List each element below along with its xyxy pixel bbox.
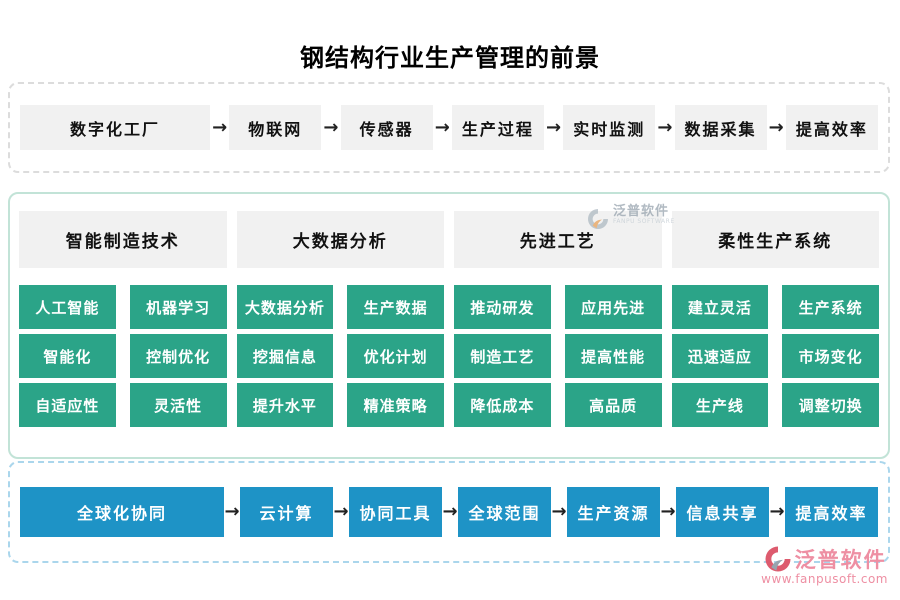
bottom-flow-node-6: 提高效率 bbox=[785, 487, 878, 537]
category-header-0: 智能制造技术 bbox=[19, 211, 227, 268]
corner-watermark: 泛普软件 www.fanpusoft.com bbox=[761, 544, 888, 586]
arrow-right-icon: → bbox=[323, 116, 339, 138]
page-title: 钢结构行业生产管理的前景 bbox=[300, 44, 600, 73]
arrow-right-icon: → bbox=[212, 116, 228, 138]
feature-box: 调整切换 bbox=[782, 383, 879, 427]
feature-box: 降低成本 bbox=[454, 383, 551, 427]
feature-box: 迅速适应 bbox=[671, 334, 769, 378]
bottom-flow-node-4: 生产资源 bbox=[567, 487, 660, 537]
top-flow: 数字化工厂→物联网→传感器→生产过程→实时监测→数据采集→提高效率 bbox=[10, 84, 888, 171]
top-flow-node-5: 数据采集 bbox=[674, 105, 767, 150]
watermark-url: www.fanpusoft.com bbox=[761, 572, 888, 586]
feature-box: 高品质 bbox=[564, 383, 662, 427]
arrow-right-icon: → bbox=[551, 501, 567, 522]
category-column-1: 大数据分析大数据分析生产数据挖掘信息优化计划提升水平精准策略 bbox=[236, 211, 444, 437]
feature-box: 应用先进 bbox=[564, 285, 662, 329]
feature-box: 精准策略 bbox=[347, 383, 444, 427]
feature-box: 生产系统 bbox=[782, 285, 879, 329]
digital-factory-flow-section: 数字化工厂→物联网→传感器→生产过程→实时监测→数据采集→提高效率 bbox=[8, 82, 890, 173]
category-items-2: 推动研发应用先进制造工艺提高性能降低成本高品质 bbox=[454, 285, 662, 427]
feature-box: 挖掘信息 bbox=[236, 334, 334, 378]
global-collaboration-flow-section: 全球化协同→云计算→协同工具→全球范围→生产资源→信息共享→提高效率 bbox=[8, 461, 890, 563]
feature-box: 生产线 bbox=[671, 383, 769, 427]
feature-box: 控制优化 bbox=[129, 334, 227, 378]
feature-box: 智能化 bbox=[19, 334, 116, 378]
bottom-flow-node-2: 协同工具 bbox=[349, 487, 442, 537]
top-flow-node-6: 提高效率 bbox=[785, 105, 878, 150]
watermark-brand: 泛普软件 bbox=[794, 548, 887, 572]
bottom-flow-node-0: 全球化协同 bbox=[20, 487, 224, 537]
category-items-3: 建立灵活生产系统迅速适应市场变化生产线调整切换 bbox=[671, 285, 879, 427]
bottom-flow-node-1: 云计算 bbox=[240, 487, 333, 537]
bottom-flow: 全球化协同→云计算→协同工具→全球范围→生产资源→信息共享→提高效率 bbox=[10, 463, 888, 561]
feature-box: 提升水平 bbox=[236, 383, 334, 427]
corner-watermark-row: 泛普软件 bbox=[763, 544, 887, 574]
fanpu-logo-icon bbox=[765, 546, 791, 572]
arrow-right-icon: → bbox=[768, 116, 784, 138]
arrow-right-icon: → bbox=[769, 501, 785, 522]
feature-box: 大数据分析 bbox=[236, 285, 334, 329]
feature-box: 人工智能 bbox=[19, 285, 116, 329]
top-flow-node-3: 生产过程 bbox=[451, 105, 544, 150]
feature-box: 机器学习 bbox=[129, 285, 227, 329]
feature-box: 制造工艺 bbox=[454, 334, 551, 378]
bottom-flow-node-3: 全球范围 bbox=[458, 487, 551, 537]
category-column-0: 智能制造技术人工智能机器学习智能化控制优化自适应性灵活性 bbox=[19, 211, 227, 437]
feature-box: 优化计划 bbox=[347, 334, 444, 378]
arrow-right-icon: → bbox=[657, 116, 673, 138]
feature-box: 灵活性 bbox=[129, 383, 227, 427]
technology-categories-section: 智能制造技术人工智能机器学习智能化控制优化自适应性灵活性大数据分析大数据分析生产… bbox=[8, 192, 890, 459]
category-items-1: 大数据分析生产数据挖掘信息优化计划提升水平精准策略 bbox=[236, 285, 444, 427]
category-items-0: 人工智能机器学习智能化控制优化自适应性灵活性 bbox=[19, 285, 227, 427]
arrow-right-icon: → bbox=[333, 501, 349, 522]
feature-box: 自适应性 bbox=[19, 383, 116, 427]
arrow-right-icon: → bbox=[660, 501, 676, 522]
feature-box: 推动研发 bbox=[454, 285, 551, 329]
feature-box: 市场变化 bbox=[782, 334, 879, 378]
bottom-flow-node-5: 信息共享 bbox=[676, 487, 769, 537]
arrow-right-icon: → bbox=[224, 501, 240, 522]
arrow-right-icon: → bbox=[434, 116, 450, 138]
category-column-3: 柔性生产系统建立灵活生产系统迅速适应市场变化生产线调整切换 bbox=[671, 211, 879, 437]
category-header-1: 大数据分析 bbox=[236, 211, 444, 268]
feature-box: 生产数据 bbox=[347, 285, 444, 329]
arrow-right-icon: → bbox=[546, 116, 562, 138]
category-header-2: 先进工艺 bbox=[454, 211, 662, 268]
top-flow-node-1: 物联网 bbox=[229, 105, 322, 150]
feature-box: 建立灵活 bbox=[671, 285, 769, 329]
arrow-right-icon: → bbox=[442, 501, 458, 522]
category-columns: 智能制造技术人工智能机器学习智能化控制优化自适应性灵活性大数据分析大数据分析生产… bbox=[10, 194, 888, 457]
top-flow-node-0: 数字化工厂 bbox=[20, 105, 210, 150]
top-flow-node-2: 传感器 bbox=[340, 105, 433, 150]
category-column-2: 先进工艺推动研发应用先进制造工艺提高性能降低成本高品质 bbox=[454, 211, 662, 437]
top-flow-node-4: 实时监测 bbox=[563, 105, 656, 150]
category-header-3: 柔性生产系统 bbox=[671, 211, 879, 268]
feature-box: 提高性能 bbox=[564, 334, 662, 378]
